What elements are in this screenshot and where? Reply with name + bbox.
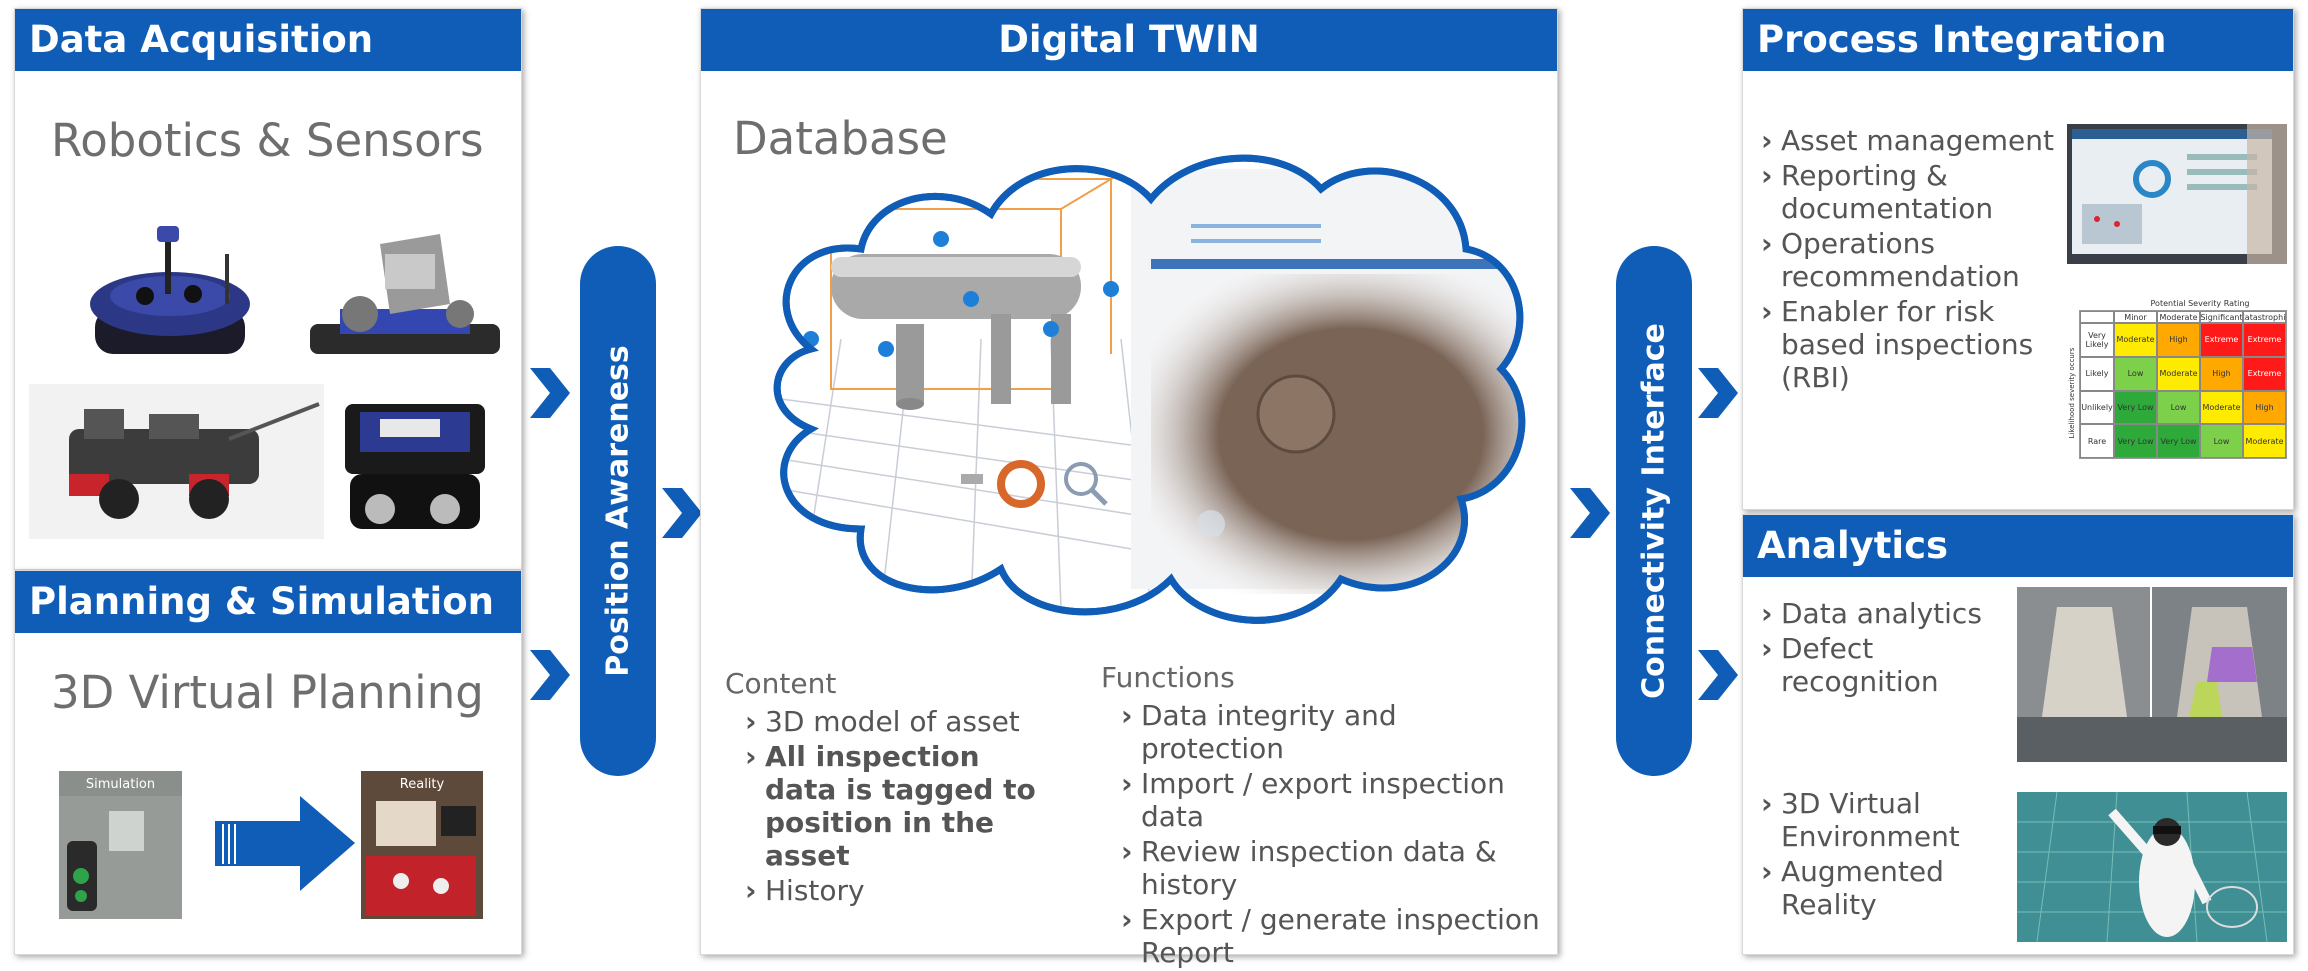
environment-list: 3D Virtual Environment Augmented Reality	[1761, 787, 1991, 923]
position-awareness-label: Position Awareness	[600, 345, 636, 677]
functions-list: Data integrity and protection Import / e…	[1121, 699, 1541, 971]
chevron-right-icon	[1570, 488, 1610, 538]
reality-image: Reality	[361, 771, 483, 919]
process-integration-header: Process Integration	[1743, 9, 2293, 71]
data-acquisition-header: Data Acquisition	[15, 9, 521, 71]
reality-label: Reality	[399, 777, 445, 792]
risk-matrix-cell: High	[2157, 323, 2200, 357]
analytics-header: Analytics	[1743, 515, 2293, 577]
list-item: Review inspection data & history	[1121, 835, 1541, 901]
chevron-right-icon	[1698, 368, 1738, 418]
connectivity-interface-pill: Connectivity Interface	[1616, 246, 1692, 776]
risk-matrix-cell: Extreme	[2243, 323, 2286, 357]
robot-crawler-image-4	[325, 384, 505, 549]
database-title: Database	[733, 112, 948, 165]
list-item: Data analytics	[1761, 597, 2031, 630]
robot-crawler-image-1	[75, 214, 265, 384]
risk-matrix-cell: Very Low	[2157, 424, 2200, 458]
process-list: Asset management Reporting & documentati…	[1761, 124, 2066, 396]
virtual-planning-title: 3D Virtual Planning	[51, 666, 484, 719]
risk-matrix-cell: Low	[2114, 356, 2157, 391]
list-item: Enabler for risk based inspections (RBI)	[1761, 295, 2066, 394]
risk-matrix-row-label: Very Likely	[2080, 323, 2114, 357]
chevron-right-icon	[1698, 650, 1738, 700]
list-item: Defect recognition	[1761, 632, 2031, 698]
robot-crawler-image-3	[29, 384, 324, 539]
risk-matrix-cell: Moderate	[2157, 356, 2200, 391]
list-item: History	[745, 874, 1045, 907]
risk-matrix-corner	[2080, 311, 2114, 323]
robotics-sensors-title: Robotics & Sensors	[51, 114, 484, 167]
risk-matrix-grid: MinorModerateSignificantCatastrophicVery…	[2079, 310, 2287, 459]
planning-simulation-panel: Planning & Simulation 3D Virtual Plannin…	[14, 570, 522, 955]
risk-matrix-title: Potential Severity Rating	[2150, 299, 2250, 308]
risk-matrix-cell: Low	[2200, 424, 2243, 458]
list-item: Augmented Reality	[1761, 855, 1991, 921]
planning-simulation-header: Planning & Simulation	[15, 571, 521, 633]
functions-title: Functions	[1101, 661, 1235, 694]
risk-matrix-cell: Very Low	[2114, 390, 2157, 425]
simulation-to-reality-arrow	[215, 796, 355, 891]
risk-matrix-side-label: Likelihood severity occurs	[2068, 347, 2076, 439]
risk-matrix: Potential Severity Rating Likelihood sev…	[2065, 299, 2287, 459]
analytics-list: Data analytics Defect recognition	[1761, 597, 2031, 700]
list-item: Reporting & documentation	[1761, 159, 2066, 225]
digital-twin-panel: Digital TWIN Database	[700, 8, 1558, 969]
list-item: Operations recommendation	[1761, 227, 2066, 293]
digital-twin-header: Digital TWIN	[701, 9, 1557, 71]
risk-matrix-cell: Low	[2157, 390, 2200, 425]
simulation-image: Simulation	[59, 771, 182, 919]
risk-matrix-column-header: Catastrophic	[2243, 311, 2286, 323]
chevron-right-icon	[530, 650, 570, 700]
risk-matrix-cell: Very Low	[2114, 424, 2157, 458]
risk-matrix-column-header: Moderate	[2157, 311, 2200, 323]
risk-matrix-cell: Extreme	[2200, 323, 2243, 357]
content-list: 3D model of asset All inspection data is…	[745, 705, 1045, 909]
defect-recognition-image	[2017, 587, 2287, 762]
database-cloud-illustration	[773, 154, 1526, 624]
content-title: Content	[725, 667, 837, 700]
risk-matrix-cell: High	[2243, 390, 2286, 425]
risk-matrix-cell: Moderate	[2114, 323, 2157, 357]
list-item: 3D model of asset	[745, 705, 1045, 738]
list-item: Asset management	[1761, 124, 2066, 157]
connectivity-interface-label: Connectivity Interface	[1636, 323, 1672, 699]
risk-matrix-cell: Moderate	[2200, 390, 2243, 425]
risk-matrix-row-label: Likely	[2080, 356, 2114, 391]
simulation-label: Simulation	[85, 777, 156, 792]
risk-matrix-cell: High	[2200, 356, 2243, 391]
risk-matrix-row-label: Unlikely	[2080, 390, 2114, 425]
risk-matrix-row-label: Rare	[2080, 424, 2114, 458]
chevron-right-icon	[662, 488, 702, 538]
risk-matrix-cell: Extreme	[2243, 356, 2286, 391]
analytics-panel: Analytics Data analytics Defect recognit…	[1742, 514, 2294, 955]
list-item: All inspection data is tagged to positio…	[745, 740, 1045, 872]
robot-crawler-image-2	[300, 224, 510, 384]
augmented-reality-image	[2017, 792, 2287, 942]
list-item: Export / generate inspection Report	[1121, 903, 1541, 969]
list-item: Data integrity and protection	[1121, 699, 1541, 765]
risk-matrix-column-header: Minor	[2114, 311, 2157, 323]
list-item: Import / export inspection data	[1121, 767, 1541, 833]
chevron-right-icon	[530, 368, 570, 418]
position-awareness-pill: Position Awareness	[580, 246, 656, 776]
list-item: 3D Virtual Environment	[1761, 787, 1991, 853]
dashboard-image	[2067, 124, 2287, 264]
risk-matrix-column-header: Significant	[2200, 311, 2243, 323]
data-acquisition-panel: Data Acquisition Robotics & Sensors	[14, 8, 522, 570]
risk-matrix-cell: Moderate	[2243, 424, 2286, 458]
process-integration-panel: Process Integration Asset management Rep…	[1742, 8, 2294, 510]
